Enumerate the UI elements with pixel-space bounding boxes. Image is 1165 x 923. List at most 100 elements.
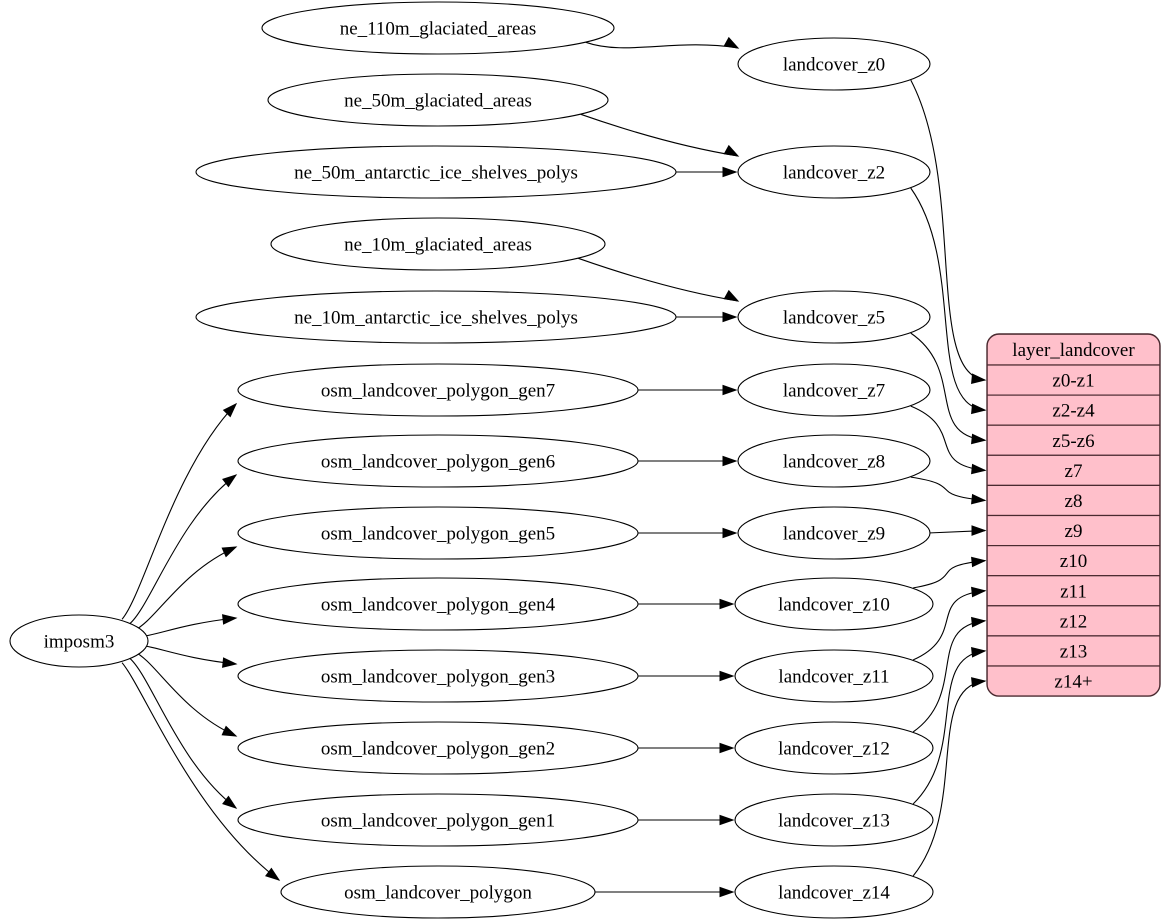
node-shape-imposm3 [9,614,149,668]
edge-imposm3-to-osm-landcover-polygon-gen7 [121,403,237,620]
edge-imposm3-to-osm-landcover-polygon-gen2 [133,650,237,737]
table-body [987,334,1160,697]
node-landcover-z12[interactable]: landcover_z12 [734,721,934,775]
node-osm-landcover-polygon[interactable]: osm_landcover_polygon [280,865,596,919]
arrowhead-ne-10m-glaciated-areas-to-landcover-z5 [723,289,740,302]
table-row-z11[interactable] [987,575,1160,607]
node-shape-landcover-z13 [734,793,934,847]
arrowhead-landcover-z14-to-row-z14- [971,677,987,688]
arrowhead-osm-landcover-polygon-gen3-to-landcover-z11 [719,670,735,682]
node-shape-landcover-z8 [737,434,931,488]
arrowhead-imposm3-to-osm-landcover-polygon-gen6 [222,474,238,488]
edge-ne-110m-glaciated-areas-to-landcover-z0 [585,41,739,49]
edge-imposm3-to-osm-landcover-polygon-gen5 [133,546,237,632]
node-landcover-z10[interactable]: landcover_z10 [734,577,934,631]
node-landcover-z2[interactable]: landcover_z2 [737,145,931,199]
edge-landcover-z7-to-row-z7 [910,405,986,471]
arrowhead-imposm3-to-osm-landcover-polygon-gen4 [222,614,238,625]
edge-landcover-z13-to-row-z13 [912,650,986,805]
edge-landcover-z8-to-row-z8 [910,476,986,501]
node-shape-ne-50m-antarctic-ice-shelves-polys [195,145,677,199]
table-row-z13[interactable] [987,635,1160,667]
node-landcover-z13[interactable]: landcover_z13 [734,793,934,847]
arrowhead-imposm3-to-osm-landcover-polygon-gen1 [222,795,238,809]
node-landcover-z7[interactable]: landcover_z7 [737,363,931,417]
node-shape-osm-landcover-polygon-gen1 [237,793,639,847]
edge-landcover-z5-to-row-z5-z6 [910,332,986,441]
arrowhead-ne-110m-glaciated-areas-to-landcover-z0 [723,36,740,49]
edge-landcover-z14-to-row-z14- [912,680,986,877]
table-outline [986,333,1161,697]
table-row-z12[interactable] [987,605,1160,637]
node-shape-landcover-z12 [734,721,934,775]
edge-imposm3-to-osm-landcover-polygon-gen3 [136,644,237,665]
arrowhead-landcover-z11-to-row-z11 [971,586,987,598]
table-row-z0-z1[interactable] [987,364,1160,396]
edge-landcover-z0-to-row-z0-z1 [910,79,986,381]
arrowhead-osm-landcover-polygon-gen1-to-landcover-z13 [719,814,735,826]
edge-landcover-z10-to-row-z10 [913,560,986,589]
node-osm-landcover-polygon-gen2[interactable]: osm_landcover_polygon_gen2 [237,721,639,775]
node-shape-osm-landcover-polygon-gen4 [237,577,639,631]
table-row-z10[interactable] [987,544,1160,577]
node-osm-landcover-polygon-gen6[interactable]: osm_landcover_polygon_gen6 [237,434,639,488]
arrowhead-landcover-z8-to-row-z8 [971,493,987,505]
node-shape-landcover-z9 [737,506,931,560]
node-shape-osm-landcover-polygon-gen2 [237,721,639,775]
node-shape-ne-50m-glaciated-areas [267,73,609,127]
arrowhead-ne-50m-antarctic-ice-shelves-polys-to-landcover-z2 [722,166,738,178]
table-row-z2-z4[interactable] [987,394,1160,426]
arrowhead-osm-landcover-polygon-gen2-to-landcover-z12 [719,742,735,754]
table-row-z14-[interactable] [987,665,1160,697]
arrowhead-landcover-z5-to-row-z5-z6 [971,433,987,445]
edge-imposm3-to-osm-landcover-polygon-gen1 [128,657,237,809]
arrowhead-landcover-z12-to-row-z12 [971,616,987,628]
node-shape-landcover-z11 [734,649,934,703]
node-landcover-z11[interactable]: landcover_z11 [734,649,934,703]
node-ne-10m-antarctic-ice-shelves-polys[interactable]: ne_10m_antarctic_ice_shelves_polys [195,290,677,344]
table-row-z5-z6[interactable] [987,424,1160,456]
arrowhead-landcover-z10-to-row-z10 [971,556,987,568]
edges-layer [121,36,987,898]
node-shape-landcover-z14 [734,865,934,919]
node-landcover-z0[interactable]: landcover_z0 [737,37,931,91]
node-osm-landcover-polygon-gen7[interactable]: osm_landcover_polygon_gen7 [237,363,639,417]
edge-imposm3-to-osm-landcover-polygon [121,662,280,881]
arrowhead-imposm3-to-osm-landcover-polygon [265,867,281,881]
node-shape-landcover-z5 [737,290,931,344]
node-shape-osm-landcover-polygon [280,865,596,919]
table-row-z8[interactable] [987,484,1160,517]
table-row-z7[interactable] [987,454,1160,486]
node-ne-10m-glaciated-areas[interactable]: ne_10m_glaciated_areas [270,217,606,271]
edge-ne-50m-glaciated-areas-to-landcover-z2 [580,113,739,157]
edge-imposm3-to-osm-landcover-polygon-gen6 [128,474,237,625]
arrowhead-landcover-z7-to-row-z7 [971,463,987,475]
node-shape-landcover-z2 [737,145,931,199]
table-row-z9[interactable] [987,514,1160,547]
node-osm-landcover-polygon-gen3[interactable]: osm_landcover_polygon_gen3 [237,649,639,703]
arrowhead-osm-landcover-polygon-gen5-to-landcover-z9 [722,527,738,539]
arrowhead-landcover-z13-to-row-z13 [971,647,987,658]
arrowhead-imposm3-to-osm-landcover-polygon-gen3 [222,657,238,668]
node-landcover-z9[interactable]: landcover_z9 [737,506,931,560]
node-landcover-z8[interactable]: landcover_z8 [737,434,931,488]
node-imposm3[interactable]: imposm3 [9,614,149,668]
arrowhead-imposm3-to-osm-landcover-polygon-gen5 [221,546,238,558]
edge-landcover-z12-to-row-z12 [912,620,986,733]
node-shape-osm-landcover-polygon-gen6 [237,434,639,488]
node-osm-landcover-polygon-gen5[interactable]: osm_landcover_polygon_gen5 [237,506,639,560]
node-shape-osm-landcover-polygon-gen3 [237,649,639,703]
node-ne-110m-glaciated-areas[interactable]: ne_110m_glaciated_areas [261,1,615,55]
node-ne-50m-glaciated-areas[interactable]: ne_50m_glaciated_areas [267,73,609,127]
node-osm-landcover-polygon-gen4[interactable]: osm_landcover_polygon_gen4 [237,577,639,631]
node-osm-landcover-polygon-gen1[interactable]: osm_landcover_polygon_gen1 [237,793,639,847]
node-ne-50m-antarctic-ice-shelves-polys[interactable]: ne_50m_antarctic_ice_shelves_polys [195,145,677,199]
nodes-layer: imposm3 ne_110m_glaciated_areas ne_50m_gla… [9,1,934,919]
arrowhead-landcover-z0-to-row-z0-z1 [971,373,987,384]
node-landcover-z5[interactable]: landcover_z5 [737,290,931,344]
node-shape-ne-10m-antarctic-ice-shelves-polys [195,290,677,344]
node-shape-landcover-z10 [734,577,934,631]
arrowhead-osm-landcover-polygon-gen6-to-landcover-z8 [722,455,738,467]
arrowhead-landcover-z9-to-row-z9 [971,525,987,536]
node-landcover-z14[interactable]: landcover_z14 [734,865,934,919]
